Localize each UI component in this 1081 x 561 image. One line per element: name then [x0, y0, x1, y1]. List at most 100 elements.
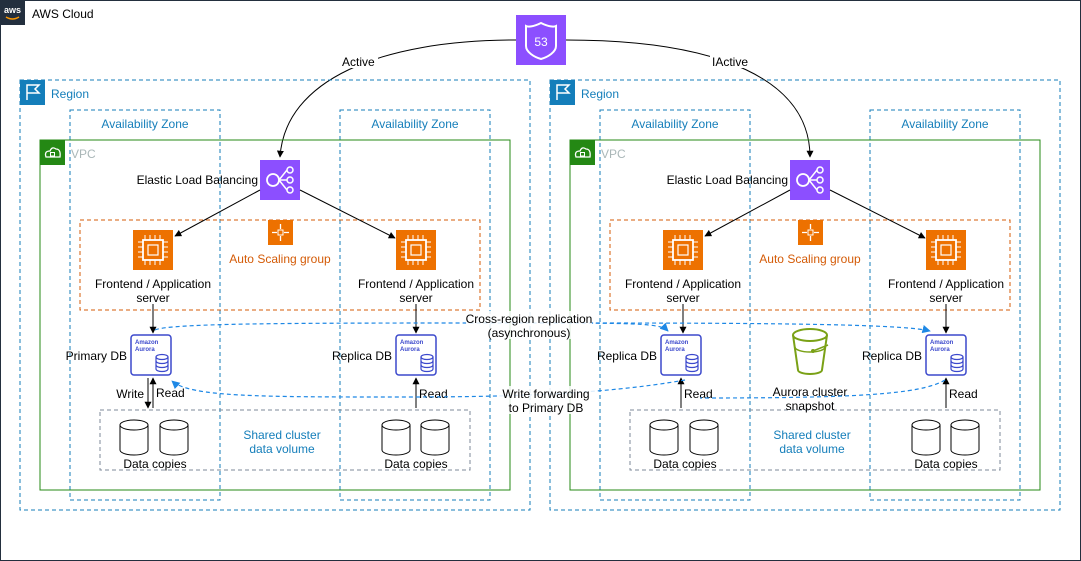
db-right-label: Replica DB	[332, 349, 392, 363]
server-left-sublabel: server	[666, 291, 699, 305]
replication-sublabel: (asynchronous)	[488, 326, 571, 340]
elb-to-server-right-arrow	[299, 189, 396, 239]
dns-to-elb-right-arrow	[565, 39, 814, 158]
availability-zone-right	[869, 109, 1021, 501]
storage-cylinder-icon	[689, 419, 719, 456]
auto-scaling-icon	[268, 220, 293, 245]
region-flag-icon	[550, 80, 575, 105]
snapshot-bucket-icon	[792, 328, 829, 375]
aws-cloud-title: AWS Cloud	[32, 7, 94, 21]
server-left-label: Frontend / Application	[95, 277, 211, 291]
svg-text:Aurora: Aurora	[135, 347, 155, 353]
storage-cylinder-icon	[420, 419, 450, 456]
ec2-instance-icon	[396, 230, 436, 270]
elb-to-server-left-arrow	[704, 189, 791, 237]
active-label-right: IActive	[712, 55, 748, 69]
storage-cylinder-icon	[159, 419, 189, 456]
data-copies-right-label: Data copies	[914, 457, 977, 471]
snapshot-label: Aurora cluster	[773, 385, 848, 399]
availability-zone-left	[599, 109, 751, 501]
data-copies-right-label: Data copies	[384, 457, 447, 471]
region-title: Region	[581, 87, 619, 101]
az-left-label: Availability Zone	[631, 117, 718, 131]
elb-to-server-left-arrow	[174, 189, 261, 237]
load-balancer-icon	[260, 160, 300, 200]
aws-logo-icon: aws	[0, 0, 25, 25]
shared-volume-frame	[99, 409, 471, 471]
region-flag-icon	[20, 80, 45, 105]
server-left-sublabel: server	[136, 291, 169, 305]
svg-text:Aurora: Aurora	[665, 347, 685, 353]
az-right-label: Availability Zone	[371, 117, 458, 131]
ec2-instance-icon	[926, 230, 966, 270]
read-right-label: Read	[949, 387, 978, 401]
server-right-sublabel: server	[399, 291, 432, 305]
server-right-label: Frontend / Application	[358, 277, 474, 291]
ec2-instance-icon	[663, 230, 703, 270]
shared-volume-sublabel: data volume	[779, 442, 845, 456]
read-left-label: Read	[156, 386, 185, 400]
region-frame	[549, 79, 1061, 511]
data-copies-left-label: Data copies	[653, 457, 716, 471]
vpc-cloud-icon	[40, 140, 65, 165]
svg-text:aws: aws	[4, 5, 21, 15]
active-label-left: Active	[342, 55, 375, 69]
server-right-sublabel: server	[929, 291, 962, 305]
svg-text:Aurora: Aurora	[930, 347, 950, 353]
dns-to-elb-left-arrow	[276, 39, 517, 158]
vpc-cloud-icon	[570, 140, 595, 165]
region-frame	[19, 79, 531, 511]
region-title: Region	[51, 87, 89, 101]
elb-to-server-right-arrow	[829, 189, 926, 239]
snapshot-sublabel: snapshot	[786, 399, 835, 413]
svg-text:Aurora: Aurora	[400, 347, 420, 353]
server-right-label: Frontend / Application	[888, 277, 1004, 291]
svg-text:53: 53	[534, 35, 548, 49]
vpc-label: VPC	[71, 147, 96, 161]
write-label: Write	[116, 387, 144, 401]
availability-zone-right	[339, 109, 491, 501]
az-right-label: Availability Zone	[901, 117, 988, 131]
asg-label: Auto Scaling group	[759, 252, 861, 266]
asg-label: Auto Scaling group	[229, 252, 331, 266]
vpc-label: VPC	[601, 147, 626, 161]
storage-cylinder-icon	[381, 419, 411, 456]
svg-text:Amazon: Amazon	[400, 340, 424, 346]
shared-volume-sublabel: data volume	[249, 442, 315, 456]
auto-scaling-icon	[798, 220, 823, 245]
storage-cylinder-icon	[950, 419, 980, 456]
ec2-instance-icon	[133, 230, 173, 270]
forwarding-label: Write forwarding	[502, 387, 589, 401]
read-right-label: Read	[419, 387, 448, 401]
db-right-label: Replica DB	[862, 349, 922, 363]
load-balancer-icon	[790, 160, 830, 200]
data-copies-left-label: Data copies	[123, 457, 186, 471]
db-left-label: Primary DB	[66, 349, 127, 363]
shared-volume-label: Shared cluster	[773, 428, 850, 442]
availability-zone-left	[69, 109, 221, 501]
storage-cylinder-icon	[649, 419, 679, 456]
az-left-label: Availability Zone	[101, 117, 188, 131]
svg-text:Amazon: Amazon	[930, 340, 954, 346]
elb-label: Elastic Load Balancing	[137, 173, 258, 187]
db-left-label: Replica DB	[597, 349, 657, 363]
storage-cylinder-icon	[119, 419, 149, 456]
replication-label: Cross-region replication	[466, 312, 593, 326]
elb-label: Elastic Load Balancing	[667, 173, 788, 187]
read-left-label: Read	[684, 387, 713, 401]
shared-volume-label: Shared cluster	[243, 428, 320, 442]
forwarding-sublabel: to Primary DB	[509, 401, 584, 415]
server-left-label: Frontend / Application	[625, 277, 741, 291]
svg-text:Amazon: Amazon	[665, 340, 689, 346]
shared-volume-frame	[629, 409, 1001, 471]
storage-cylinder-icon	[911, 419, 941, 456]
svg-text:Amazon: Amazon	[135, 340, 159, 346]
route53-icon: 53	[516, 15, 566, 65]
